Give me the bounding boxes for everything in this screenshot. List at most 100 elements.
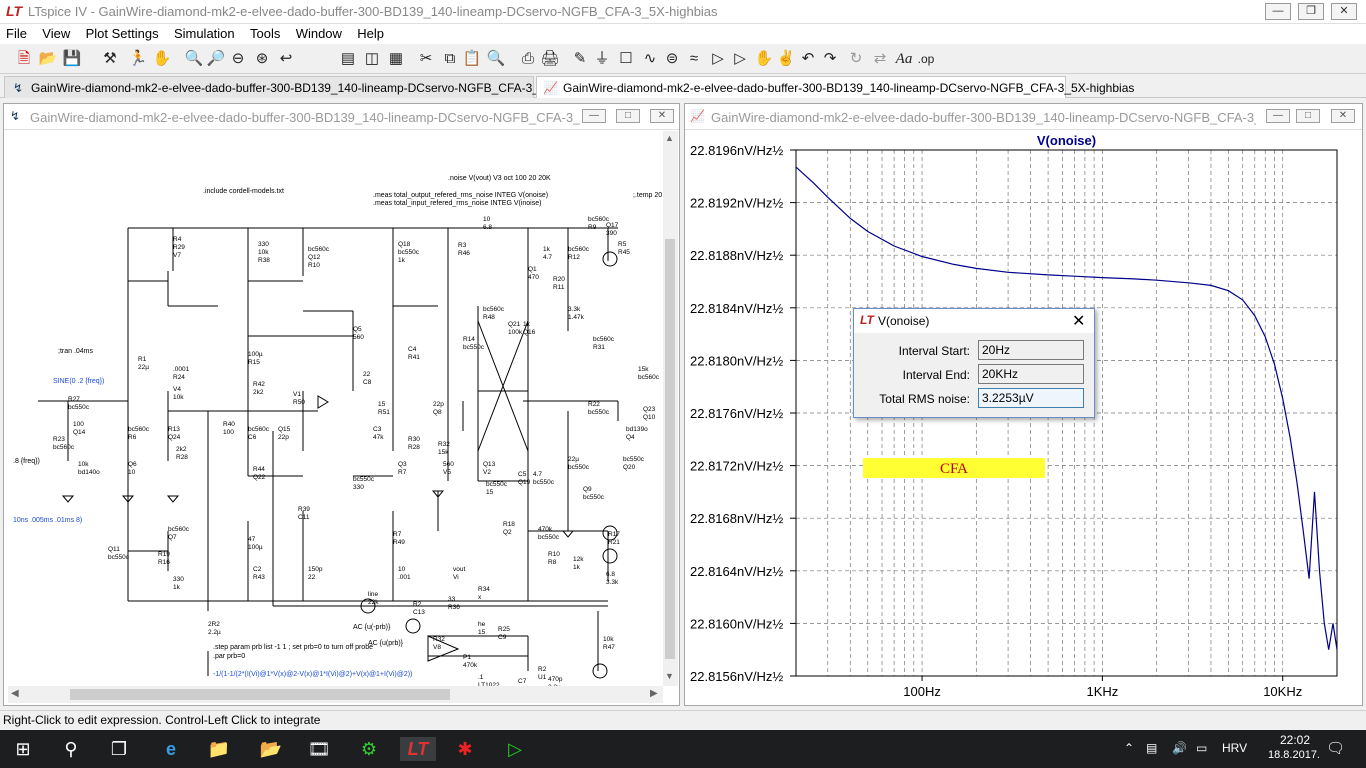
menu-view[interactable]: View: [42, 26, 71, 41]
menu-bar: File View Plot Settings Simulation Tools…: [0, 24, 1366, 44]
resistor-icon[interactable]: ∿: [643, 50, 657, 67]
cut-icon[interactable]: ✂: [419, 50, 433, 67]
component-label: R41: [408, 354, 420, 361]
print-icon[interactable]: 🖨: [540, 50, 560, 67]
input-language[interactable]: HRV: [1222, 741, 1248, 755]
task-view-icon[interactable]: ❐: [110, 739, 128, 759]
component-label: .1: [478, 674, 484, 681]
file-explorer-icon[interactable]: 📁: [207, 739, 231, 759]
tab-schematic[interactable]: ↯ GainWire-diamond-mk2-e-elvee-dado-buff…: [4, 76, 602, 98]
dialog-close-icon[interactable]: ✕: [1072, 313, 1086, 330]
component-label: 15: [486, 489, 494, 496]
schematic-horizontal-scrollbar[interactable]: ◀ ▶: [8, 686, 663, 703]
component-label: 4.7: [533, 471, 542, 478]
open-icon[interactable]: 📂: [38, 50, 58, 67]
menu-file[interactable]: File: [6, 26, 27, 41]
spice-directive: .8 {freq}): [13, 458, 40, 465]
red-app-icon[interactable]: ✱: [457, 739, 473, 759]
component-label: 2.2µ: [548, 684, 561, 686]
drag-icon[interactable]: ✌: [776, 50, 796, 67]
find-icon[interactable]: 🔍: [486, 50, 506, 67]
tray-chevron-icon[interactable]: ⌃: [1124, 741, 1135, 755]
y-tick-label: 22.8156nV/Hz½: [690, 669, 783, 684]
schematic-minimize-button[interactable]: —: [582, 109, 606, 123]
menu-plot-settings[interactable]: Plot Settings: [85, 26, 159, 41]
halt-icon[interactable]: ✋: [152, 50, 172, 67]
search-icon[interactable]: ⚲: [64, 739, 78, 759]
battery-icon[interactable]: ▭: [1196, 741, 1208, 755]
draw-wire-icon[interactable]: ✎: [573, 50, 587, 67]
move-icon[interactable]: ✋: [754, 50, 774, 67]
media-player-icon[interactable]: 🎞: [307, 739, 331, 759]
menu-window[interactable]: Window: [295, 26, 342, 41]
redo-icon[interactable]: ↷: [823, 50, 837, 67]
control-panel-icon[interactable]: ⚒: [103, 50, 117, 67]
diode-icon[interactable]: ▷: [712, 50, 724, 67]
copy-icon[interactable]: ⧉: [444, 50, 456, 67]
component-label: R10: [308, 262, 320, 269]
paste-icon[interactable]: 📋: [462, 50, 482, 67]
inductor-icon[interactable]: ≈: [689, 50, 699, 67]
autorange-icon[interactable]: ↩: [279, 50, 293, 67]
component-icon[interactable]: ▷: [734, 50, 746, 67]
cascade-icon[interactable]: ◫: [364, 50, 380, 67]
menu-simulation[interactable]: Simulation: [173, 26, 235, 41]
waveform-minimize-button[interactable]: —: [1266, 109, 1290, 123]
zoom-out-icon[interactable]: ⊖: [231, 50, 245, 67]
green-arrow-app-icon[interactable]: ▷: [508, 739, 522, 759]
start-windows-icon[interactable]: ⊞: [15, 739, 31, 759]
waveform-maximize-button[interactable]: □: [1296, 109, 1320, 123]
spice-directive-icon[interactable]: .op: [917, 52, 935, 66]
undo-icon[interactable]: ↶: [801, 50, 815, 67]
ltspice-taskbar-icon[interactable]: LT: [400, 737, 436, 761]
interval-end-field[interactable]: 20KHz: [978, 364, 1084, 384]
rotate-icon[interactable]: ↻: [849, 50, 863, 67]
run-icon[interactable]: 🏃: [128, 50, 148, 67]
schematic-vertical-scrollbar[interactable]: ▲ ▼: [663, 131, 678, 686]
mirror-icon[interactable]: ⇄: [873, 50, 887, 67]
waveform-plot[interactable]: V(onoise)22.8196nV/Hz½22.8192nV/Hz½22.81…: [685, 131, 1362, 705]
y-tick-label: 22.8196nV/Hz½: [690, 143, 783, 158]
folder-app-icon[interactable]: 📂: [259, 739, 283, 759]
component-label: 1k: [173, 584, 181, 591]
capacitor-icon[interactable]: ⊜: [665, 50, 679, 67]
print-setup-icon[interactable]: ⎙: [521, 50, 534, 67]
schematic-maximize-button[interactable]: □: [616, 109, 640, 123]
voltage-source-symbol: [602, 251, 618, 267]
total-rms-noise-field[interactable]: 3.2253µV: [978, 388, 1084, 408]
green-app-icon[interactable]: ⚙: [360, 739, 378, 759]
new-schematic-icon[interactable]: 🗎: [17, 50, 31, 67]
schematic-close-button[interactable]: ✕: [650, 109, 674, 123]
component-label: 390: [606, 230, 617, 237]
volume-icon[interactable]: 🔊: [1172, 741, 1187, 755]
horizontal-scroll-thumb[interactable]: [70, 689, 450, 700]
label-net-icon[interactable]: ☐: [619, 50, 633, 67]
tile-vertical-icon[interactable]: ▦: [388, 50, 404, 67]
component-label: R50: [293, 399, 305, 406]
schematic-canvas[interactable]: .noise V(vout) V3 oct 100 20 20K.include…: [8, 131, 663, 686]
restore-button[interactable]: ❐: [1298, 3, 1324, 20]
save-icon[interactable]: 💾: [62, 50, 82, 67]
menu-tools[interactable]: Tools: [249, 26, 281, 41]
zoom-fit-icon[interactable]: ⊛: [255, 50, 269, 67]
zoom-pan-icon[interactable]: 🔎: [206, 50, 226, 67]
clock-time[interactable]: 22:02: [1280, 733, 1311, 747]
tab-waveform[interactable]: 📈 GainWire-diamond-mk2-e-elvee-dado-buff…: [536, 76, 1134, 98]
component-label: 4.7: [543, 254, 552, 261]
component-label: Q16: [523, 329, 536, 336]
edge-browser-icon[interactable]: e: [165, 739, 176, 759]
clock-date[interactable]: 18.8.2017.: [1268, 749, 1320, 761]
notification-icon[interactable]: 🗨: [1326, 740, 1346, 757]
ground-icon[interactable]: ⏚: [594, 50, 610, 67]
vertical-scroll-thumb[interactable]: [665, 239, 675, 659]
waveform-close-button[interactable]: ✕: [1331, 109, 1355, 123]
text-icon[interactable]: Aa: [895, 51, 913, 67]
interval-start-field[interactable]: 20Hz: [978, 340, 1084, 360]
menu-help[interactable]: Help: [357, 26, 385, 41]
zoom-in-icon[interactable]: 🔍: [184, 50, 204, 67]
minimize-button[interactable]: —: [1265, 3, 1291, 20]
network-icon[interactable]: ▤: [1146, 741, 1158, 755]
total-rms-noise-label: Total RMS noise:: [879, 392, 970, 406]
tile-horizontal-icon[interactable]: ▤: [340, 50, 356, 67]
close-button[interactable]: ✕: [1331, 3, 1357, 20]
